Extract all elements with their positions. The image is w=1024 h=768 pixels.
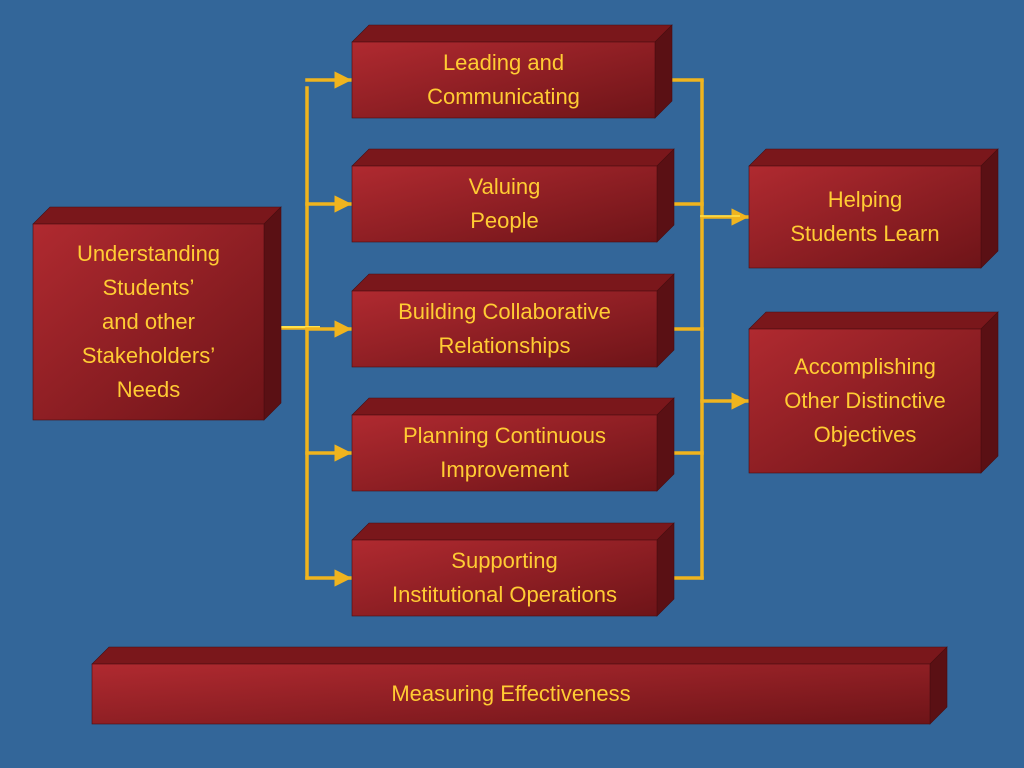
box-measuring-effectiveness: Measuring Effectiveness bbox=[91, 646, 948, 725]
box-planning-shape bbox=[351, 397, 675, 492]
box-planning-continuous-improvement: Planning Continuous Improvement bbox=[351, 397, 675, 492]
box-building-shape bbox=[351, 273, 675, 368]
box-helping-shape bbox=[748, 148, 999, 269]
box-measuring-shape bbox=[91, 646, 948, 725]
box-leading-shape bbox=[351, 24, 673, 119]
box-building-collaborative-relationships: Building Collaborative Relationships bbox=[351, 273, 675, 368]
box-supporting-institutional-operations: Supporting Institutional Operations bbox=[351, 522, 675, 617]
box-valuing-shape bbox=[351, 148, 675, 243]
box-supporting-shape bbox=[351, 522, 675, 617]
box-accomplishing-other-objectives: Accomplishing Other Distinctive Objectiv… bbox=[748, 311, 999, 474]
box-helping-label: Helping Students Learn bbox=[790, 187, 940, 246]
box-valuing-people: Valuing People bbox=[351, 148, 675, 243]
box-valuing-label: Valuing People bbox=[468, 174, 541, 233]
box-measuring-label: Measuring Effectiveness bbox=[391, 681, 631, 706]
box-building-label: Building Collaborative Relationships bbox=[398, 299, 611, 358]
box-understanding-label: Understanding Students’ and other Stakeh… bbox=[76, 241, 221, 402]
box-accomplishing-shape bbox=[748, 311, 999, 474]
box-understanding: Understanding Students’ and other Stakeh… bbox=[32, 206, 282, 421]
box-leading-and-communicating: Leading and Communicating bbox=[351, 24, 673, 119]
box-supporting-label: Supporting Institutional Operations bbox=[391, 548, 618, 607]
box-accomplishing-label: Accomplishing Other Distinctive Objectiv… bbox=[784, 354, 946, 447]
box-leading-label: Leading and Communicating bbox=[427, 50, 580, 109]
box-understanding-shape bbox=[32, 206, 282, 421]
box-helping-students-learn: Helping Students Learn bbox=[748, 148, 999, 269]
box-planning-label: Planning Continuous Improvement bbox=[402, 423, 607, 482]
